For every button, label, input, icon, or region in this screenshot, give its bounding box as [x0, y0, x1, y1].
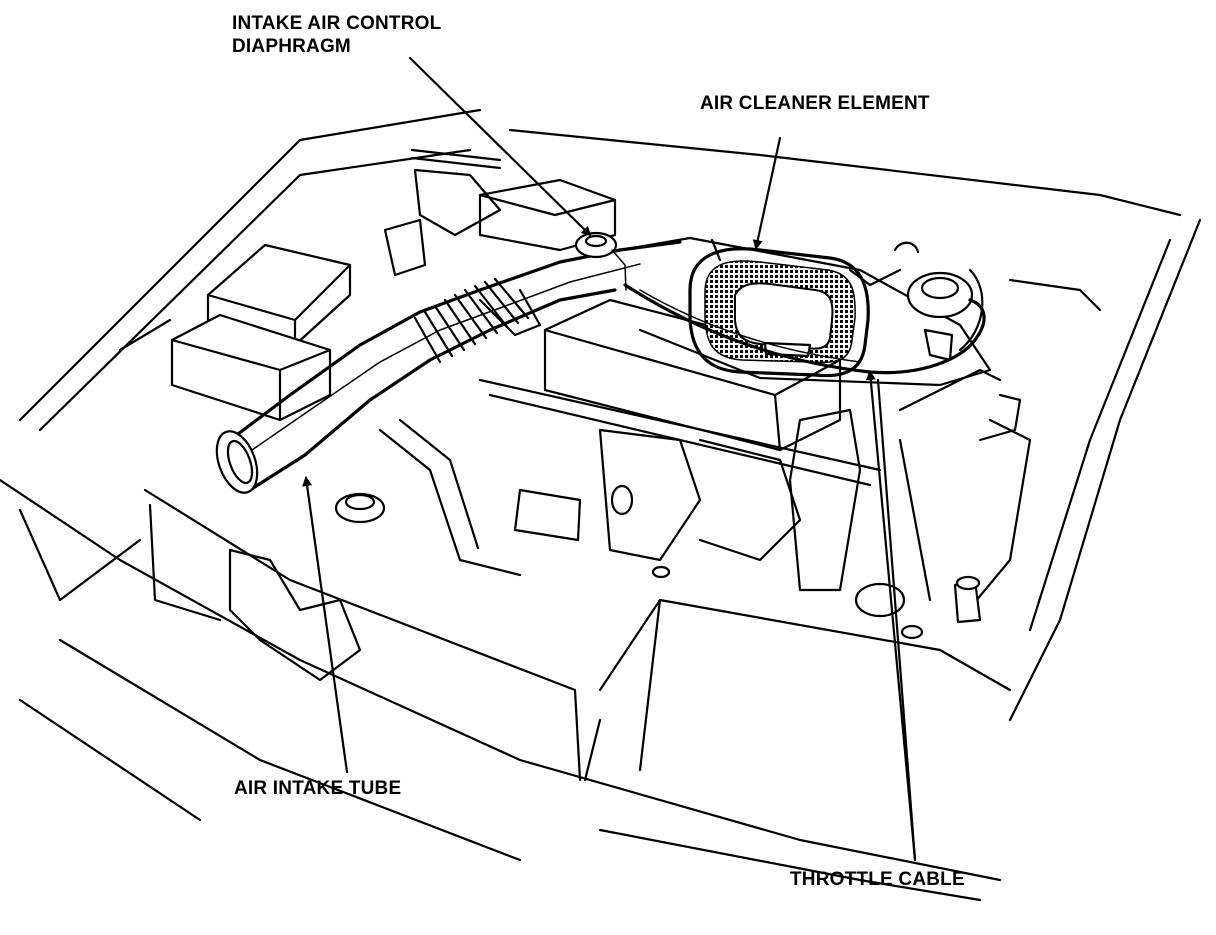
- engine-block: [378, 298, 1032, 640]
- cable-bracket: [923, 328, 954, 362]
- tube-clamp: [478, 288, 542, 337]
- leader-cable-a: [865, 370, 917, 862]
- sensor-ring: [610, 484, 634, 516]
- leader-diaphragm: [408, 56, 592, 237]
- label-throttle-cable: THROTTLE CABLE: [790, 869, 965, 890]
- leader-element: [752, 136, 782, 250]
- grille-divider: [638, 598, 662, 772]
- right-fender-edge: [1008, 218, 1202, 722]
- bumper-lower-right: [598, 828, 982, 902]
- label-intake-air-control-diaphragm: INTAKE AIR CONTROL DIAPHRAGM: [232, 12, 441, 58]
- left-bracket: [148, 503, 222, 622]
- radiator-support-left: [143, 488, 582, 782]
- left-fender-edge: [18, 108, 482, 422]
- leader-tube: [302, 476, 349, 774]
- throttle-cable-run: [623, 283, 986, 375]
- radiator-support-right: [598, 598, 1012, 692]
- label-diaphragm-line1: INTAKE AIR CONTROL: [232, 13, 442, 34]
- horn-bracket: [228, 548, 362, 682]
- throttle-chamber: [598, 428, 702, 562]
- intake-tube-mouth: [215, 430, 259, 494]
- air-cleaner-element: [688, 247, 870, 378]
- air-cleaner-housing: [618, 236, 992, 387]
- latch-post: [583, 718, 602, 782]
- label-air-cleaner-element: AIR CLEANER ELEMENT: [700, 93, 930, 114]
- cowl-edge: [508, 128, 1182, 217]
- relay-box-rear: [206, 243, 352, 347]
- label-air-intake-tube: AIR INTAKE TUBE: [234, 778, 402, 799]
- manifold-plenum: [698, 438, 802, 562]
- front-bumper-line: [0, 478, 1002, 882]
- bumper-lower-left: [18, 698, 202, 822]
- intake-runner-top: [478, 378, 882, 472]
- right-fender-inner: [1028, 238, 1172, 632]
- air-cleaner-center: [734, 282, 834, 350]
- distributor: [513, 488, 582, 542]
- leader-lines: [302, 56, 917, 862]
- washer-reservoir: [906, 271, 974, 319]
- leader-cable-b: [876, 378, 917, 862]
- bulkhead-components: [383, 148, 617, 277]
- right-pipe: [788, 408, 862, 592]
- throttle-cable: [623, 283, 986, 375]
- left-headlight: [18, 508, 142, 602]
- bumper-lower-mid: [58, 638, 522, 862]
- brake-booster-fitting: [413, 168, 502, 237]
- coolant-hose: [378, 428, 522, 577]
- body-panels: [0, 108, 1202, 902]
- strut-mount: [978, 393, 1022, 442]
- right-hose: [958, 418, 1032, 622]
- clutch-reservoir: [383, 218, 427, 277]
- valve-cover: [543, 298, 842, 452]
- reservoir-handle: [893, 241, 920, 254]
- intake-tube-bellows: [413, 277, 530, 364]
- label-diaphragm-line2: DIAPHRAGM: [232, 36, 351, 57]
- intake-tube-bottom-edge: [248, 288, 617, 492]
- right-components: [893, 241, 1102, 442]
- intake-air-control-diaphragm: [574, 231, 627, 291]
